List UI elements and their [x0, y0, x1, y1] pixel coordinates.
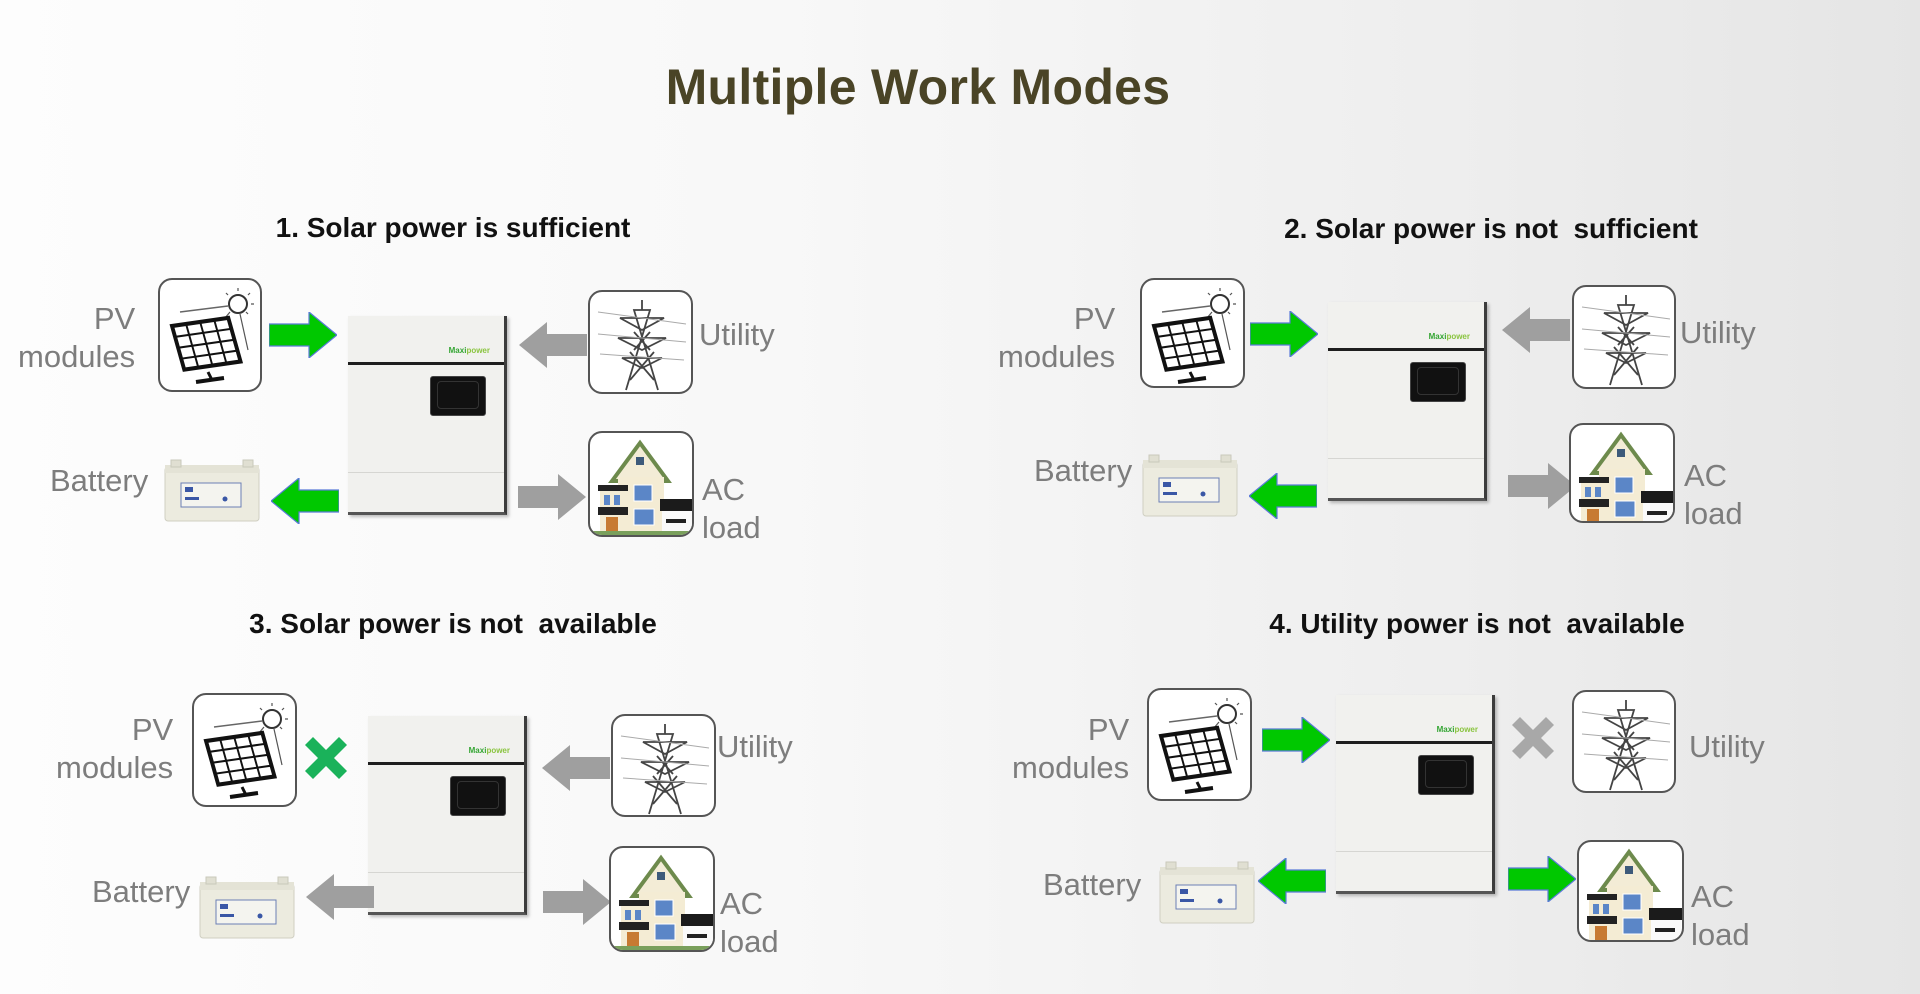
house-ac-load-icon — [609, 846, 715, 952]
pv-to-inverter-arrow — [1261, 715, 1331, 765]
inverter-to-ac-load-arrow — [1508, 463, 1576, 509]
inverter-display — [430, 376, 486, 416]
utility-tower-icon — [588, 290, 693, 394]
brand-logo: Maxipower — [448, 346, 490, 355]
mode-1-heading: 1. Solar power is sufficient — [275, 212, 631, 243]
hybrid-inverter: Maxipower — [348, 316, 507, 515]
utility-tower-icon — [1572, 285, 1676, 389]
pv-to-inverter-arrow — [268, 310, 338, 360]
inverter-display — [450, 776, 506, 816]
inverter-to-ac-load-arrow — [518, 474, 586, 520]
inverter-display — [1410, 362, 1466, 402]
battery-icon — [163, 459, 261, 523]
inverter-panel-line — [348, 472, 504, 473]
house-ac-load-icon — [1577, 840, 1684, 942]
battery-label: Battery — [50, 463, 149, 498]
utility-to-inverter-arrow — [1502, 307, 1570, 353]
inverter-to-battery-arrow — [306, 874, 374, 920]
house-ac-load-icon — [1569, 423, 1675, 523]
inverter-stripe — [1336, 741, 1492, 744]
utility-tower-icon — [611, 714, 716, 817]
utility-unavailable-x-icon — [1508, 713, 1558, 763]
inverter-to-ac-load-arrow — [1507, 854, 1577, 904]
hybrid-inverter: Maxipower — [1328, 302, 1487, 501]
mode-2-heading: 2. Solar power is not sufficient — [1284, 213, 1698, 244]
mode-4-heading: 4. Utility power is not available — [1269, 608, 1685, 639]
battery-icon — [198, 876, 296, 940]
ac-load-label: AC load — [1691, 879, 1750, 952]
ac-load-label: AC load — [720, 886, 779, 959]
pv-module-icon — [1147, 688, 1252, 801]
page-title: Multiple Work Modes — [665, 59, 1171, 115]
utility-tower-icon — [1572, 690, 1676, 793]
brand-logo: Maxipower — [1428, 332, 1470, 341]
inverter-stripe — [1328, 348, 1484, 351]
utility-label: Utility — [699, 317, 775, 352]
pv-module-icon — [1140, 278, 1245, 388]
inverter-panel-line — [1328, 458, 1484, 459]
inverter-to-battery-arrow — [270, 476, 340, 526]
brand-logo: Maxipower — [468, 746, 510, 755]
battery-label: Battery — [1034, 453, 1133, 488]
brand-logo: Maxipower — [1436, 725, 1478, 734]
mode-3-heading: 3. Solar power is not available — [249, 608, 657, 639]
solar-unavailable-x-icon — [301, 733, 351, 783]
hybrid-inverter: Maxipower — [368, 716, 527, 915]
inverter-to-battery-arrow — [1257, 856, 1327, 906]
battery-label: Battery — [1043, 867, 1142, 902]
pv-module-icon — [158, 278, 262, 392]
inverter-display — [1418, 755, 1474, 795]
house-ac-load-icon — [588, 431, 694, 537]
inverter-panel-line — [1336, 851, 1492, 852]
utility-to-inverter-arrow — [519, 322, 587, 368]
inverter-to-ac-load-arrow — [543, 879, 611, 925]
pv-to-inverter-arrow — [1249, 309, 1319, 359]
ac-load-label: AC load — [702, 472, 761, 545]
ac-load-label: AC load — [1684, 458, 1743, 531]
inverter-to-battery-arrow — [1248, 471, 1318, 521]
hybrid-inverter: Maxipower — [1336, 695, 1495, 894]
battery-icon — [1141, 454, 1239, 518]
battery-icon — [1158, 861, 1256, 925]
utility-label: Utility — [1689, 729, 1765, 764]
inverter-stripe — [348, 362, 504, 365]
pv-module-icon — [192, 693, 297, 807]
utility-to-inverter-arrow — [542, 745, 610, 791]
inverter-panel-line — [368, 872, 524, 873]
utility-label: Utility — [717, 729, 793, 764]
battery-label: Battery — [92, 874, 191, 909]
utility-label: Utility — [1680, 315, 1756, 350]
inverter-stripe — [368, 762, 524, 765]
